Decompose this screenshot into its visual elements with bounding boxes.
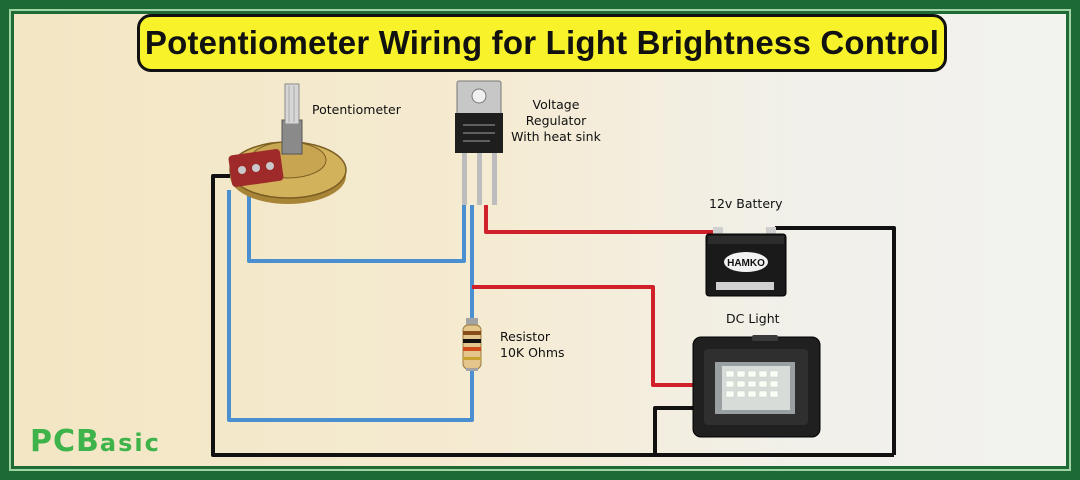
label-resistor-line1: Resistor [500, 329, 550, 344]
resistor-component [462, 318, 482, 371]
wire-red-to-light [472, 285, 700, 387]
voltage-regulator-component [455, 80, 503, 205]
label-voltage-regulator: Voltage Regulator With heat sink [508, 97, 604, 145]
label-regulator-line2: Regulator [525, 113, 587, 128]
pcbasic-logo: PCBasic [30, 424, 161, 459]
title-banner: Potentiometer Wiring for Light Brightnes… [137, 14, 947, 72]
label-dc-light: DC Light [726, 311, 780, 326]
label-regulator-line1: Voltage [532, 97, 580, 112]
label-potentiometer: Potentiometer [312, 102, 401, 117]
inner-frame-border [9, 9, 1071, 471]
label-regulator-line3: With heat sink [511, 129, 601, 144]
logo-part1: PC [30, 424, 77, 459]
logo-part3: asic [99, 429, 161, 457]
wire-black-battery-right [775, 226, 896, 455]
logo-part2: B [76, 424, 100, 459]
wire-red-regulator-battery [484, 205, 720, 234]
page-title: Potentiometer Wiring for Light Brightnes… [144, 24, 940, 61]
battery-brand-text: HAMKO [727, 258, 765, 269]
potentiometer-component [228, 83, 347, 204]
wire-black-bottom-loop [211, 174, 894, 457]
battery-component [705, 227, 787, 297]
label-resistor-line2: 10K Ohms [500, 345, 565, 360]
diagram-canvas [14, 14, 1066, 466]
wire-blue-long-loop [227, 190, 474, 422]
wire-black-light [653, 406, 705, 455]
wire-blue-pot-loop [247, 190, 466, 263]
dc-light-component [692, 335, 821, 438]
label-battery: 12v Battery [709, 196, 783, 211]
label-resistor: Resistor 10K Ohms [500, 329, 565, 361]
